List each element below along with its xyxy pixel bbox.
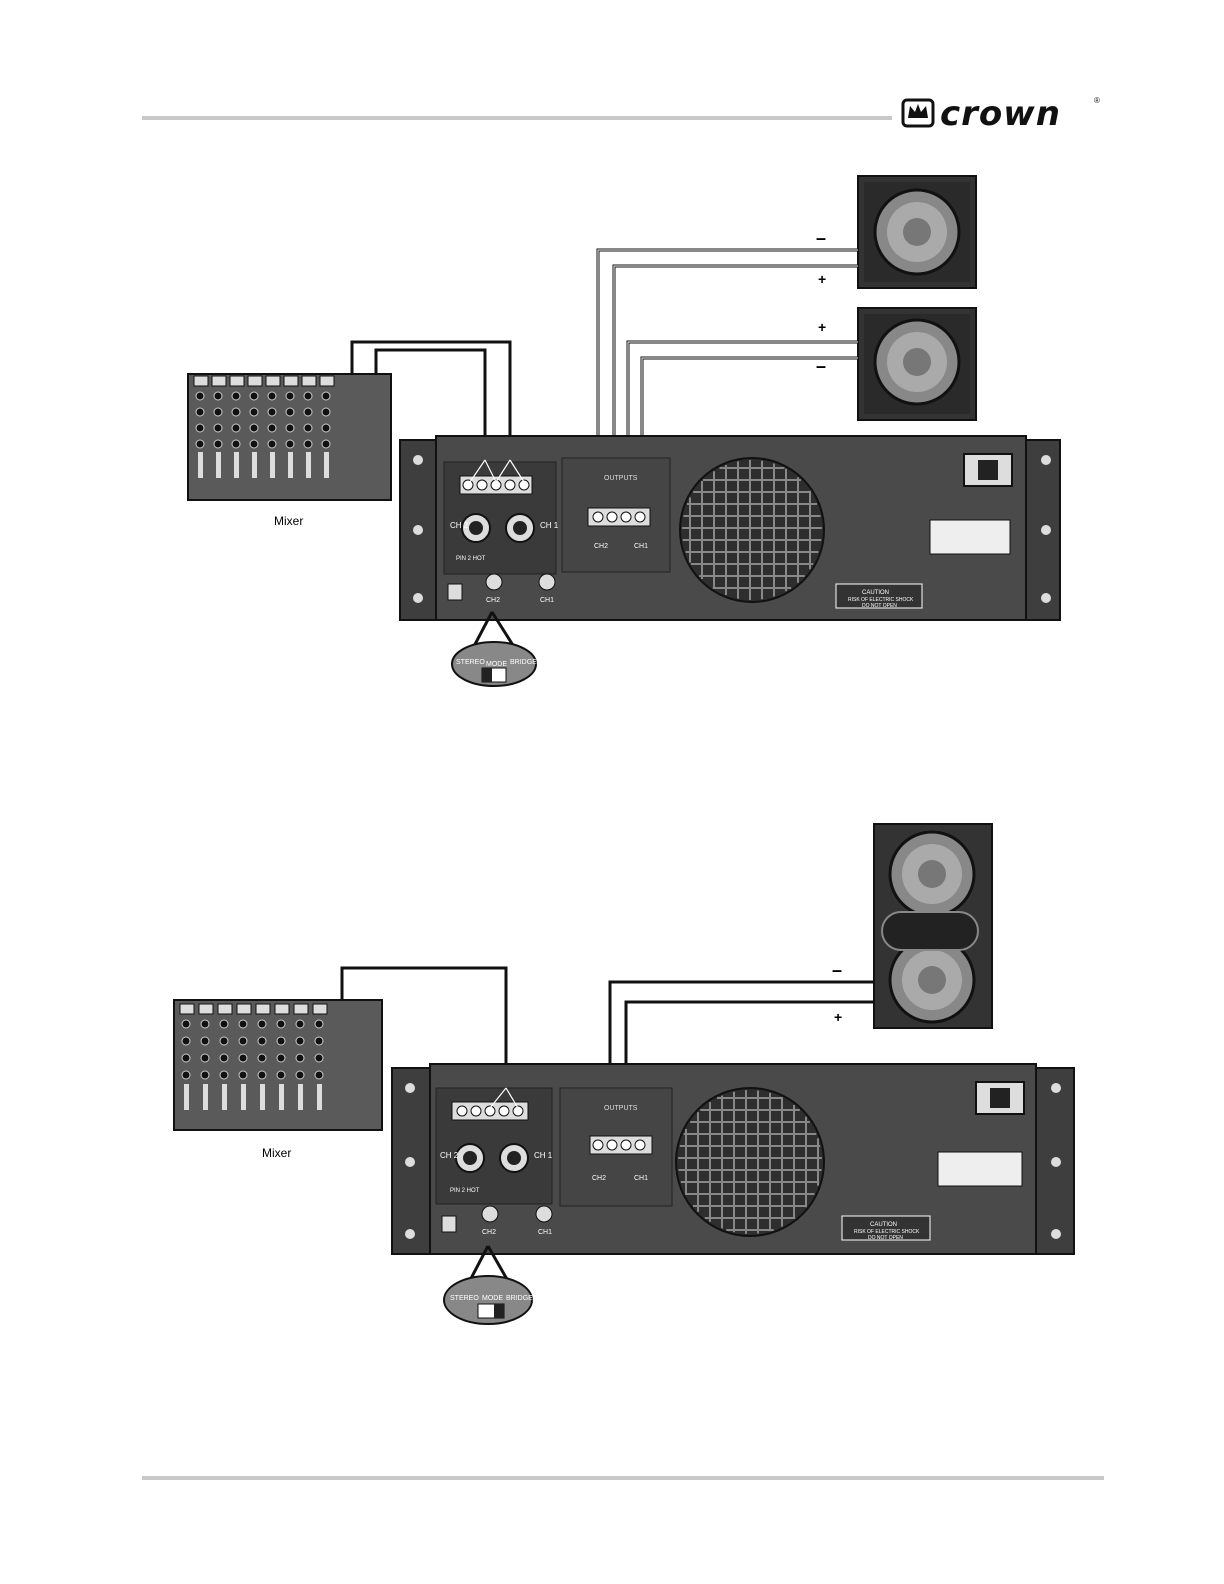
pin2-hot-label: PIN 2 HOT [450,1188,480,1194]
mixer-label-bottom: Mixer [262,1146,291,1160]
caution-label: CAUTION [870,1222,897,1228]
outputs-label: OUTPUTS [604,1105,638,1112]
knob-ch1-label: CH1 [538,1229,552,1236]
polarity-label: – [832,960,842,980]
input-ch1-label: CH 1 [534,1151,553,1160]
mode-switch-callout-bottom: STEREO MODE BRIDGE [444,1246,533,1324]
output-ch2-label: CH2 [592,1175,606,1182]
input-ch2-label: CH 2 [440,1151,459,1160]
mode-bridge-label: BRIDGE [506,1295,533,1302]
amplifier-bottom: CH 2 CH 1 PIN 2 HOT OUTPUTS CH2 CH1 CAUT… [392,1064,1074,1254]
mode-label: MODE [482,1295,503,1302]
knob-ch2-label: CH2 [482,1229,496,1236]
wiring-diagram-bottom: – + CH 2 CH 1 PIN 2 HOT OUTPUTS CH2 CH1 … [0,0,1224,1400]
mode-stereo-label: STEREO [450,1295,479,1302]
caution-sub2-label: DO NOT OPEN [868,1235,903,1241]
footer-rule [142,1476,1104,1480]
polarity-label: + [834,1009,842,1025]
output-ch1-label: CH1 [634,1175,648,1182]
mixer-bottom [174,1000,382,1130]
speaker-bottom [874,824,992,1028]
